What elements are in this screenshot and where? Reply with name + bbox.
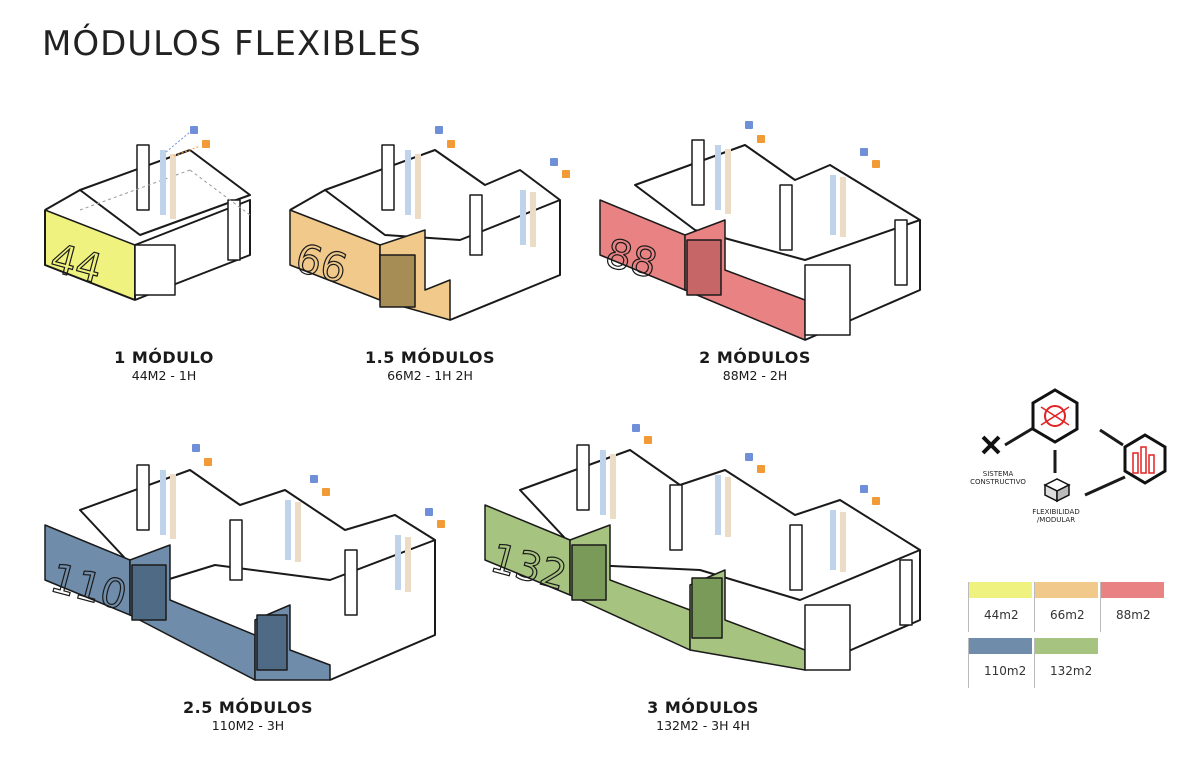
power-icon — [202, 140, 210, 148]
module-sub: 88M2 - 2H — [722, 368, 788, 383]
module-sub: 66M2 - 1H 2H — [387, 368, 473, 383]
power-icon — [872, 160, 880, 168]
legend-label: 66m2 — [1050, 608, 1085, 622]
water-icon — [632, 424, 640, 432]
dna-icon — [1031, 388, 1079, 444]
power-icon — [757, 135, 765, 143]
legend-item-44: 44m2 — [968, 582, 1032, 632]
module-44-drawing: 44 — [44, 126, 251, 301]
construction-icon — [981, 435, 1001, 455]
page-title: MÓDULOS FLEXIBLES — [42, 24, 422, 64]
module-44-caption: 1 MÓDULO 44M2 - 1H — [44, 348, 284, 383]
module-66-drawing: 66 — [289, 126, 570, 321]
city-icon — [1123, 433, 1167, 485]
module-name: 2.5 MÓDULOS — [183, 698, 313, 717]
module-132-caption: 3 MÓDULOS 132M2 - 3H 4H — [583, 698, 823, 733]
module-name: 1 MÓDULO — [114, 348, 214, 367]
legend-item-110: 110m2 — [968, 638, 1032, 688]
sistema-constructivo-label: SISTEMA CONSTRUCTIVO — [970, 470, 1026, 486]
module-110-drawing: 110 — [44, 444, 445, 681]
legend-item-66: 66m2 — [1034, 582, 1098, 632]
module-sub: 110M2 - 3H — [211, 718, 285, 733]
legend-swatch — [1100, 582, 1164, 598]
module-sub: 132M2 - 3H 4H — [656, 718, 750, 733]
water-icon — [310, 475, 318, 483]
water-icon — [192, 444, 200, 452]
water-icon — [860, 485, 868, 493]
legend-swatch — [1034, 638, 1098, 654]
module-name: 1.5 MÓDULOS — [365, 348, 495, 367]
module-name: 3 MÓDULOS — [647, 698, 759, 717]
legend-swatch — [968, 638, 1032, 654]
concept-network — [981, 388, 1167, 503]
power-icon — [757, 465, 765, 473]
water-icon — [550, 158, 558, 166]
water-icon — [745, 453, 753, 461]
legend-label: 44m2 — [984, 608, 1019, 622]
power-icon — [644, 436, 652, 444]
legend-swatch — [1034, 582, 1098, 598]
module-110-caption: 2.5 MÓDULOS 110M2 - 3H — [128, 698, 368, 733]
power-icon — [447, 140, 455, 148]
power-icon — [562, 170, 570, 178]
legend-label: 110m2 — [984, 664, 1027, 678]
flexibilidad-modular-label: FLEXIBILIDAD /MODULAR — [1032, 508, 1080, 524]
power-icon — [322, 488, 330, 496]
water-icon — [190, 126, 198, 134]
module-sub: 44M2 - 1H — [131, 368, 197, 383]
power-icon — [437, 520, 445, 528]
water-icon — [745, 121, 753, 129]
module-66-caption: 1.5 MÓDULOS 66M2 - 1H 2H — [310, 348, 550, 383]
legend-item-132: 132m2 — [1034, 638, 1098, 688]
legend-label: 132m2 — [1050, 664, 1093, 678]
module-88-caption: 2 MÓDULOS 88M2 - 2H — [635, 348, 875, 383]
legend-item-88: 88m2 — [1100, 582, 1164, 632]
power-icon — [204, 458, 212, 466]
power-icon — [872, 497, 880, 505]
water-icon — [860, 148, 868, 156]
legend-swatch — [968, 582, 1032, 598]
lego-brick-icon — [1043, 478, 1071, 503]
module-88-drawing: 88 — [599, 121, 921, 341]
water-icon — [425, 508, 433, 516]
module-132-drawing: 132 — [484, 424, 921, 671]
water-icon — [435, 126, 443, 134]
module-name: 2 MÓDULOS — [699, 348, 811, 367]
legend-label: 88m2 — [1116, 608, 1151, 622]
